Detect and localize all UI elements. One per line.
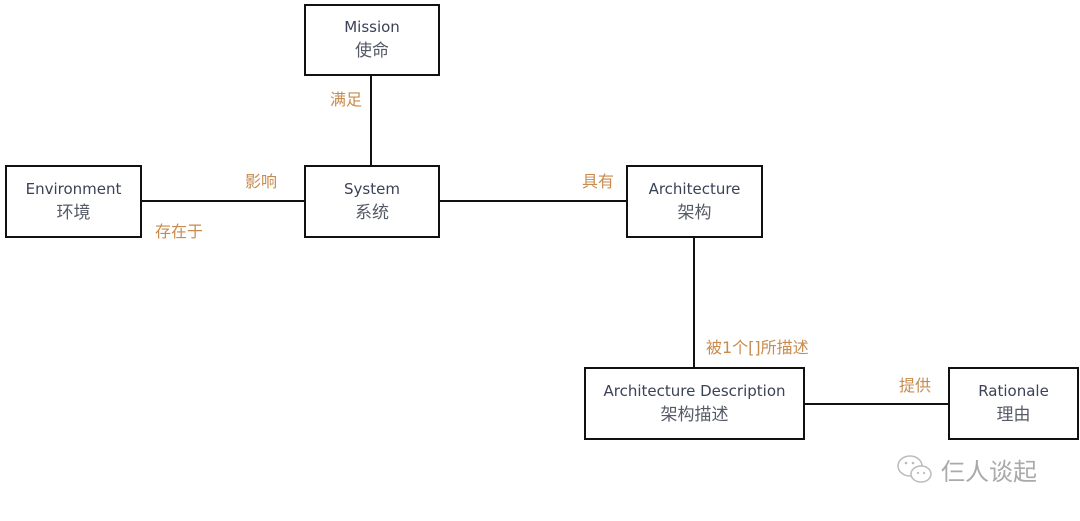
node-label-zh: 环境	[56, 202, 91, 223]
node-label-en: System	[344, 179, 400, 198]
node-label-zh: 理由	[996, 404, 1031, 425]
node-system: System 系统	[304, 165, 440, 238]
wechat-icon	[897, 454, 932, 483]
node-label-zh: 架构	[677, 202, 712, 223]
node-environment: Environment 环境	[5, 165, 142, 238]
node-architecture: Architecture 架构	[626, 165, 763, 238]
node-label-en: Mission	[344, 18, 400, 36]
node-label-en: Environment	[25, 179, 122, 198]
edge-label-inhabits: 存在于	[155, 222, 204, 241]
node-label-zh: 架构描述	[660, 404, 729, 425]
node-label-zh: 系统	[355, 202, 389, 223]
edge-label-described-by: 被1个[]所描述	[706, 338, 809, 357]
node-rationale: Rationale 理由	[948, 367, 1079, 440]
node-label-zh: 使命	[355, 41, 389, 61]
edge-label-provides: 提供	[899, 376, 932, 395]
edge-label-influences: 影响	[245, 172, 278, 191]
node-label-en: Architecture Description	[603, 381, 786, 400]
node-architecture-description: Architecture Description 架构描述	[584, 367, 805, 440]
node-label-en: Architecture	[648, 179, 741, 198]
node-mission: Mission 使命	[304, 4, 440, 76]
node-label-en: Rationale	[978, 381, 1049, 400]
watermark: 仨人谈起	[895, 452, 1037, 487]
edge-label-fulfils: 满足	[330, 90, 363, 109]
edge-label-has: 具有	[582, 172, 615, 191]
watermark-text: 仨人谈起	[941, 458, 1037, 486]
